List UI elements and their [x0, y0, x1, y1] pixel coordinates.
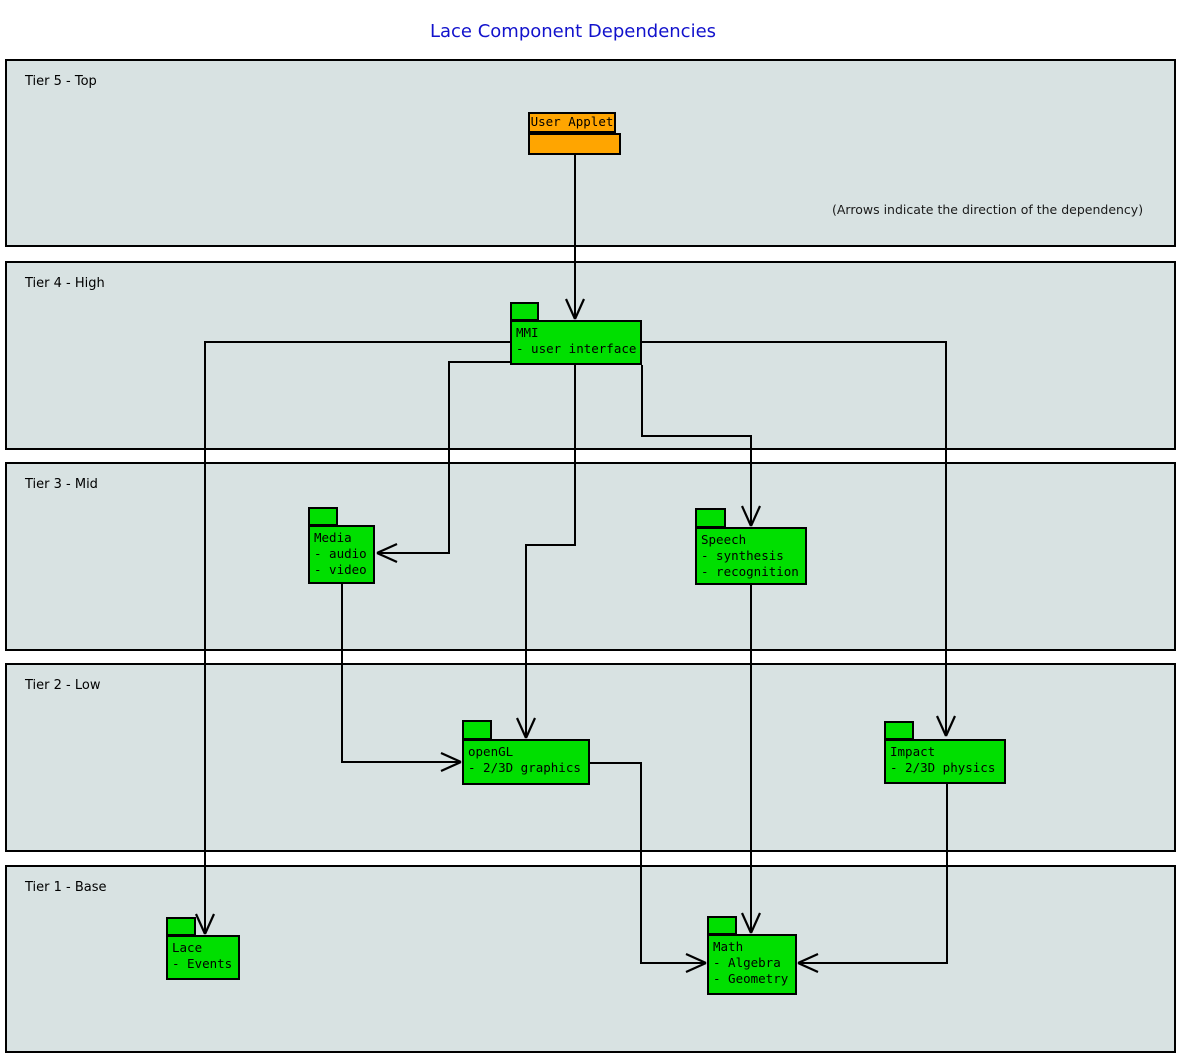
folder-tab-impact [884, 721, 914, 740]
component-detail: - 2/3D physics [890, 760, 996, 775]
component-detail: - user interface [516, 341, 637, 356]
page-title: Lace Component Dependencies [429, 21, 717, 42]
component-detail: - 2/3D graphics [468, 760, 581, 775]
component-opengl: openGL - 2/3D graphics [462, 739, 590, 785]
folder-tab-mmi [510, 302, 539, 321]
component-detail: - Geometry [713, 971, 789, 986]
component-name: Media [314, 530, 352, 545]
folder-tab-lace [166, 917, 196, 936]
component-math: Math - Algebra - Geometry [707, 934, 797, 995]
tier-3-label: Tier 3 - Mid [25, 477, 98, 492]
component-name: openGL [468, 744, 514, 759]
component-speech: Speech - synthesis - recognition [695, 527, 807, 585]
folder-tab-media [308, 507, 338, 526]
component-detail: - synthesis [701, 548, 784, 563]
component-detail: - audio [314, 546, 367, 561]
tier-5-label: Tier 5 - Top [25, 74, 97, 89]
folder-tab-opengl [462, 720, 492, 740]
component-mmi: MMI - user interface [510, 320, 642, 365]
component-name: Math [713, 939, 744, 954]
tier-2-label: Tier 2 - Low [25, 678, 101, 693]
component-detail: - recognition [701, 564, 799, 579]
folder-tab-speech [695, 508, 726, 528]
component-detail: - video [314, 562, 367, 577]
component-user-applet: User Applet [528, 112, 616, 133]
component-media: Media - audio - video [308, 525, 375, 584]
component-lace: Lace - Events [166, 935, 240, 980]
folder-tab-math [707, 916, 737, 935]
component-name: Lace [172, 940, 203, 955]
component-impact: Impact - 2/3D physics [884, 739, 1006, 784]
tier-4-band: Tier 4 - High [5, 261, 1176, 450]
component-user-applet-body [528, 133, 621, 155]
tier-3-band: Tier 3 - Mid [5, 462, 1176, 651]
component-name: Speech [701, 532, 747, 547]
legend-note: (Arrows indicate the direction of the de… [832, 202, 1144, 217]
component-name: Impact [890, 744, 936, 759]
tier-4-label: Tier 4 - High [25, 276, 105, 291]
component-detail: - Algebra [713, 955, 781, 970]
component-name: MMI [516, 325, 539, 340]
component-detail: - Events [172, 956, 233, 971]
tier-1-label: Tier 1 - Base [25, 880, 107, 895]
